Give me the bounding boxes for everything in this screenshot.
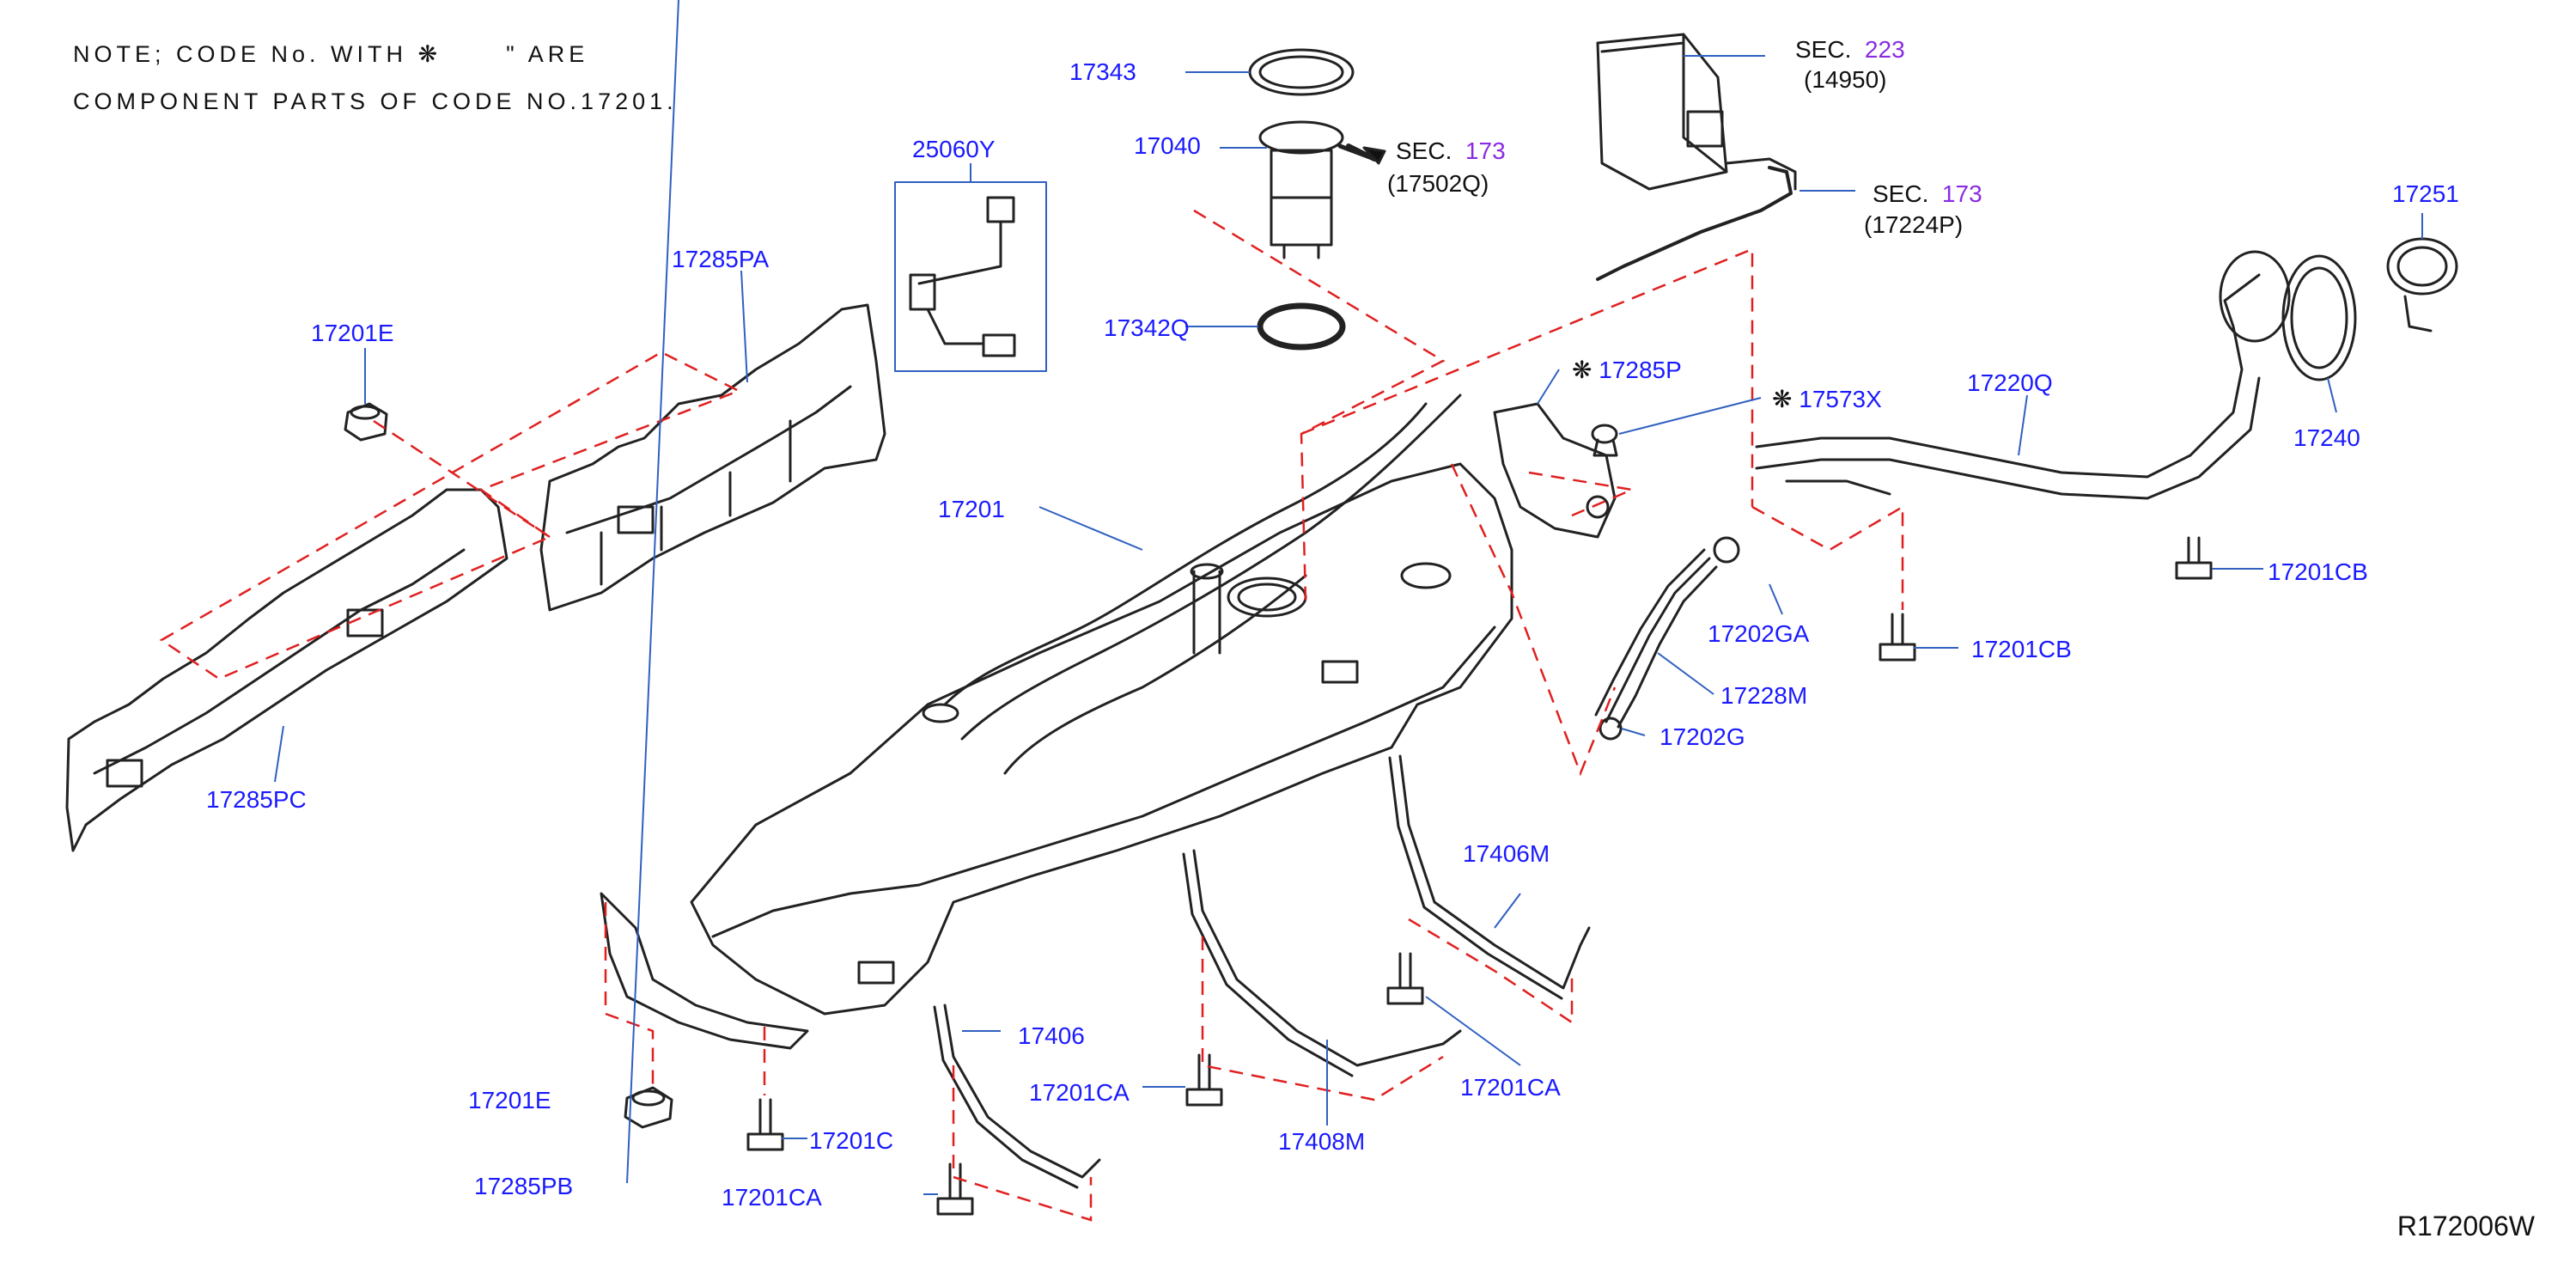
fuel-pump-17040 bbox=[1258, 120, 1377, 259]
heat-shield-17285PC bbox=[65, 488, 509, 852]
section-ref-173-vent[interactable]: SEC. 173 bbox=[1873, 180, 1982, 208]
section-code-17224P: (17224P) bbox=[1864, 211, 1964, 238]
section-ref-223-canister[interactable]: SEC. 223 bbox=[1795, 36, 1905, 64]
label-17201CA-mid[interactable]: 17201CA bbox=[1029, 1079, 1130, 1106]
sec-prefix: SEC. bbox=[1795, 36, 1852, 63]
sec-prefix: SEC. bbox=[1873, 180, 1929, 207]
sec-number: 173 bbox=[1465, 137, 1506, 164]
heat-shield-17285PA bbox=[539, 303, 886, 612]
nut-17201E-bottom bbox=[624, 1086, 673, 1129]
label-17285PC[interactable]: 17285PC bbox=[206, 786, 307, 813]
label-17201[interactable]: 17201 bbox=[938, 496, 1005, 522]
label-17285P-text: 17285P bbox=[1599, 357, 1682, 383]
grommet-17573X bbox=[1591, 424, 1618, 457]
bracket-17285P bbox=[1493, 402, 1617, 539]
vent-hose bbox=[1596, 166, 1793, 281]
canister-sec223 bbox=[1596, 33, 1797, 191]
label-17202GA[interactable]: 17202GA bbox=[1708, 620, 1810, 647]
star-icon: ❋ bbox=[1572, 357, 1592, 383]
strap-17408M bbox=[1192, 849, 1462, 1067]
label-17201CB-right[interactable]: 17201CB bbox=[2268, 558, 2368, 585]
strap-17406 bbox=[943, 1004, 1101, 1179]
section-code-14950: (14950) bbox=[1804, 66, 1887, 93]
star-icon: ❋ bbox=[1772, 386, 1793, 412]
bolt-17201C bbox=[746, 1098, 784, 1151]
label-17220Q[interactable]: 17220Q bbox=[1967, 369, 2053, 396]
sec-prefix: SEC. bbox=[1396, 137, 1452, 164]
sec-number: 223 bbox=[1864, 36, 1905, 63]
nut-17201E-top bbox=[344, 402, 388, 442]
label-17201CB-mid[interactable]: 17201CB bbox=[1971, 636, 2072, 662]
note-suffix: " ARE bbox=[506, 41, 589, 67]
label-17573X[interactable]: ❋ 17573X bbox=[1772, 385, 1882, 413]
label-17343[interactable]: 17343 bbox=[1069, 58, 1136, 85]
label-17202G[interactable]: 17202G bbox=[1659, 723, 1745, 750]
star-icon: ❋ bbox=[417, 41, 442, 67]
label-17201CA-bottom[interactable]: 17201CA bbox=[722, 1184, 822, 1211]
label-17201C[interactable]: 17201C bbox=[809, 1127, 894, 1154]
bracket-17285PB bbox=[600, 892, 809, 1050]
label-17285PB[interactable]: 17285PB bbox=[474, 1173, 574, 1199]
clamp-17202GA bbox=[1713, 536, 1740, 564]
label-25060Y[interactable]: 25060Y bbox=[912, 136, 996, 162]
label-17406M[interactable]: 17406M bbox=[1463, 840, 1550, 867]
label-17251[interactable]: 17251 bbox=[2392, 180, 2459, 207]
note-prefix: NOTE; CODE No. WITH bbox=[73, 41, 408, 67]
bolt-17201CB-right bbox=[2175, 536, 2213, 580]
label-17240[interactable]: 17240 bbox=[2293, 424, 2360, 451]
label-17285P[interactable]: ❋ 17285P bbox=[1572, 356, 1682, 384]
filler-tube-17220Q bbox=[1755, 273, 2261, 479]
bolt-17201CB-mid bbox=[1879, 613, 1916, 662]
label-17408M[interactable]: 17408M bbox=[1278, 1128, 1366, 1155]
label-17406[interactable]: 17406 bbox=[1018, 1022, 1085, 1049]
label-17040[interactable]: 17040 bbox=[1134, 132, 1201, 159]
arrow-sec173 bbox=[1346, 143, 1377, 162]
bolt-17201CA-mid bbox=[1185, 1053, 1223, 1107]
strap-17406M bbox=[1398, 754, 1591, 990]
bolt-17201CA-right bbox=[1386, 952, 1424, 1005]
fuel-tank-17201 bbox=[690, 462, 1513, 1016]
section-code-17502Q: (17502Q) bbox=[1387, 170, 1489, 197]
oring-17342Q bbox=[1257, 302, 1346, 351]
label-17342Q[interactable]: 17342Q bbox=[1104, 314, 1190, 341]
bolt-17201CA-bottom bbox=[936, 1162, 974, 1216]
label-17201E-bottom[interactable]: 17201E bbox=[468, 1087, 551, 1113]
hose-17228M bbox=[1599, 552, 1716, 729]
note-line-1: NOTE; CODE No. WITH ❋ " ARE bbox=[73, 41, 588, 68]
label-17573X-text: 17573X bbox=[1799, 386, 1882, 412]
note-line-2: COMPONENT PARTS OF CODE NO.17201. bbox=[73, 88, 678, 114]
label-17285PA[interactable]: 17285PA bbox=[672, 246, 770, 272]
diagram-reference-code: R172006W bbox=[2396, 1211, 2535, 1241]
sec-number: 173 bbox=[1941, 180, 1982, 207]
label-17228M[interactable]: 17228M bbox=[1720, 682, 1808, 709]
label-17201E-top[interactable]: 17201E bbox=[311, 320, 394, 346]
clamp-17202G bbox=[1599, 717, 1623, 741]
seal-17240 bbox=[2281, 254, 2357, 381]
label-17201CA-right[interactable]: 17201CA bbox=[1460, 1074, 1561, 1101]
section-ref-173-pump[interactable]: SEC. 173 bbox=[1396, 137, 1506, 165]
